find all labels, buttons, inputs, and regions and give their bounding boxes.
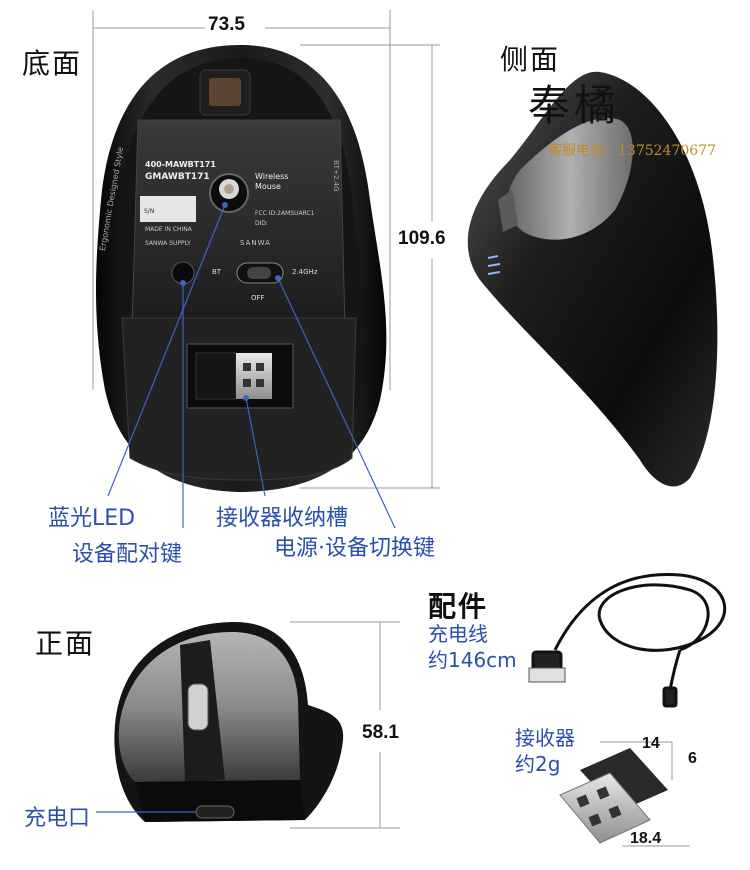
mouse-front-view	[96, 621, 400, 829]
width-dimension-lines	[92, 10, 440, 489]
receiver-accessory	[559, 741, 690, 847]
power-switch-callout: 电源·设备切换键	[274, 536, 435, 561]
front-view-title: 正面	[35, 627, 96, 660]
charge-cable	[528, 572, 727, 708]
pair-dot	[180, 280, 186, 286]
led-dot	[222, 202, 228, 208]
switch-dot	[275, 275, 281, 281]
bt-text: BT	[212, 268, 222, 276]
fcc-text: FCC ID:2AMSUARC1	[255, 210, 315, 217]
receiver-label: 接收器	[515, 726, 575, 750]
width-dimension: 73.5	[208, 14, 245, 35]
accessories-title: 配件	[428, 590, 489, 623]
mouse-text: Mouse	[255, 182, 281, 191]
wireless-text: Wireless	[255, 172, 289, 181]
receiver-height-dimension: 6	[688, 750, 697, 767]
serial-text: S/N	[144, 208, 155, 215]
watermark-name: 奉橘	[528, 81, 621, 130]
cable-label: 充电线	[428, 622, 488, 646]
callout-lines	[107, 204, 396, 529]
ghz-text: 2.4GHz	[292, 268, 318, 276]
receiver-length-dimension: 18.4	[630, 830, 662, 847]
watermark-phone: 客服电话：13752470677	[548, 143, 716, 159]
receiver-weight-label: 约2g	[515, 752, 561, 776]
charge-port-callout: 充电口	[24, 806, 91, 831]
length-dimension: 109.6	[398, 228, 446, 249]
brand-text-2: SANWA	[240, 239, 271, 247]
bottom-view-title: 底面	[22, 47, 83, 80]
brand-text-1: SANWA SUPPLY	[145, 240, 191, 247]
mouse-side-view	[467, 71, 718, 487]
off-text: OFF	[251, 294, 265, 302]
blue-led-callout: 蓝光LED	[48, 506, 136, 531]
did-text: DID:	[255, 220, 269, 227]
cable-length-label: 约146cm	[428, 648, 517, 672]
mouse-bottom-view	[96, 45, 387, 492]
receiver-slot-callout: 接收器收纳槽	[216, 506, 349, 531]
pairing-key-callout: 设备配对键	[72, 542, 183, 567]
side-view-title: 侧面	[500, 43, 561, 76]
model-number-1: 400-MAWBT171	[145, 160, 216, 169]
model-number-2: GMAWBT171	[145, 172, 210, 182]
receiver-width-dimension: 14	[642, 735, 660, 752]
side-print-text-2: BT+2.4G	[332, 160, 340, 192]
slot-dot	[243, 395, 249, 401]
height-dimension: 58.1	[362, 722, 399, 743]
made-in-text: MADE IN CHINA	[145, 226, 192, 233]
